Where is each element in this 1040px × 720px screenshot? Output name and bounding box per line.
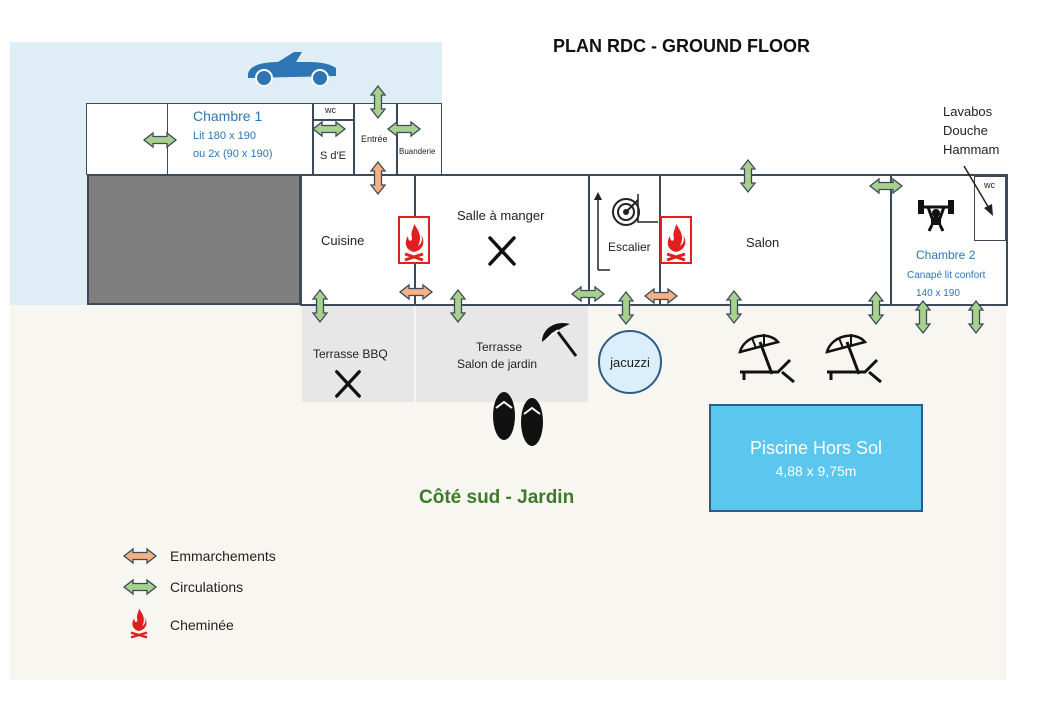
room-wc-top (313, 103, 354, 120)
piscine-size: 4,88 x 9,75m (775, 463, 857, 479)
flip-flops-icon (493, 392, 543, 446)
stairs-arrow-icon (594, 192, 610, 271)
circulation-arrow-icon (725, 289, 743, 325)
salle-a-manger-label: Salle à manger (457, 208, 545, 223)
room-salon (659, 174, 892, 306)
chambre-1-label: Chambre 1 (193, 108, 263, 124)
chambre-2-sofa: Canapé lit confort (907, 270, 986, 281)
page-title: PLAN RDC - GROUND FLOOR (553, 36, 810, 56)
weightlifting-icon (918, 200, 954, 232)
room-salle-a-manger (414, 174, 590, 306)
piscine-name: Piscine Hors Sol (749, 438, 883, 458)
circulation-arrow-icon (311, 120, 347, 138)
terrasse-salon-label-1: Terrasse (476, 340, 523, 354)
entree-label: Entrée (361, 134, 388, 144)
sde-label: S d'E (320, 150, 346, 162)
salon-label: Salon (746, 235, 780, 250)
wellness-line-3: Hammam (943, 142, 1000, 157)
deckchair-icon (825, 334, 882, 384)
circulation-arrow-icon (570, 285, 606, 303)
legend-circulations: Circulations (170, 579, 244, 595)
fireplace-icon (398, 216, 430, 264)
circulation-arrow-icon (449, 288, 467, 324)
fork-knife-icon (335, 370, 361, 398)
circulation-arrow-icon (311, 288, 329, 324)
circulation-arrow-icon (142, 131, 178, 149)
terrasse-salon-label-2: Salon de jardin (457, 357, 538, 371)
room-buanderie (397, 103, 442, 175)
circulation-arrow-icon (739, 158, 757, 194)
legend-cheminee: Cheminée (170, 617, 234, 633)
emmarchement-arrow-icon (369, 160, 387, 196)
chambre-1-bed-2: ou 2x (90 x 190) (193, 148, 273, 160)
wc-top-label: wc (325, 105, 336, 115)
circulation-arrow-icon (867, 290, 885, 326)
piscine-hors-sol: Piscine Hors Sol 4,88 x 9,75m (709, 404, 923, 512)
circulation-arrow-icon (369, 84, 387, 120)
jacuzzi: jacuzzi (598, 330, 662, 394)
terrasse-bbq-label: Terrasse BBQ (313, 347, 388, 361)
escalier-label: Escalier (608, 240, 651, 254)
parasol-icon (542, 322, 578, 357)
room-escalier (588, 174, 661, 306)
circulation-arrow-icon (868, 177, 904, 195)
chambre-2-label: Chambre 2 (916, 248, 976, 262)
fork-knife-icon (488, 236, 516, 266)
circulation-arrow-icon (617, 290, 635, 326)
terrasse-salon-de-jardin (416, 306, 588, 402)
buanderie-label: Buanderie (399, 147, 436, 156)
deckchair-icon (738, 334, 795, 384)
chambre-1-bed-1: Lit 180 x 190 (193, 130, 256, 142)
room-cuisine (300, 174, 416, 306)
legend-emmarchements: Emmarchements (170, 548, 276, 564)
pointer-arrow-icon (963, 165, 993, 216)
circulation-arrow-icon (386, 120, 422, 138)
circulation-arrow-icon (967, 299, 985, 335)
wellness-line-1: Lavabos (943, 104, 993, 119)
fireplace-icon (130, 608, 148, 639)
jacuzzi-label: jacuzzi (610, 354, 650, 370)
cuisine-label: Cuisine (321, 233, 365, 248)
circulation-arrow-icon (122, 578, 158, 596)
emmarchement-arrow-icon (122, 547, 158, 565)
wellness-line-2: Douche (943, 123, 988, 138)
wc-right-label: wc (984, 180, 995, 190)
car-icon (248, 52, 336, 87)
chambre-2-size: 140 x 190 (916, 288, 960, 299)
south-garden-label: Côté sud - Jardin (419, 487, 575, 508)
emmarchement-arrow-icon (398, 283, 434, 301)
emmarchement-arrow-icon (643, 287, 679, 305)
circulation-arrow-icon (914, 299, 932, 335)
fireplace-icon (660, 216, 692, 264)
target-icon (612, 194, 658, 226)
